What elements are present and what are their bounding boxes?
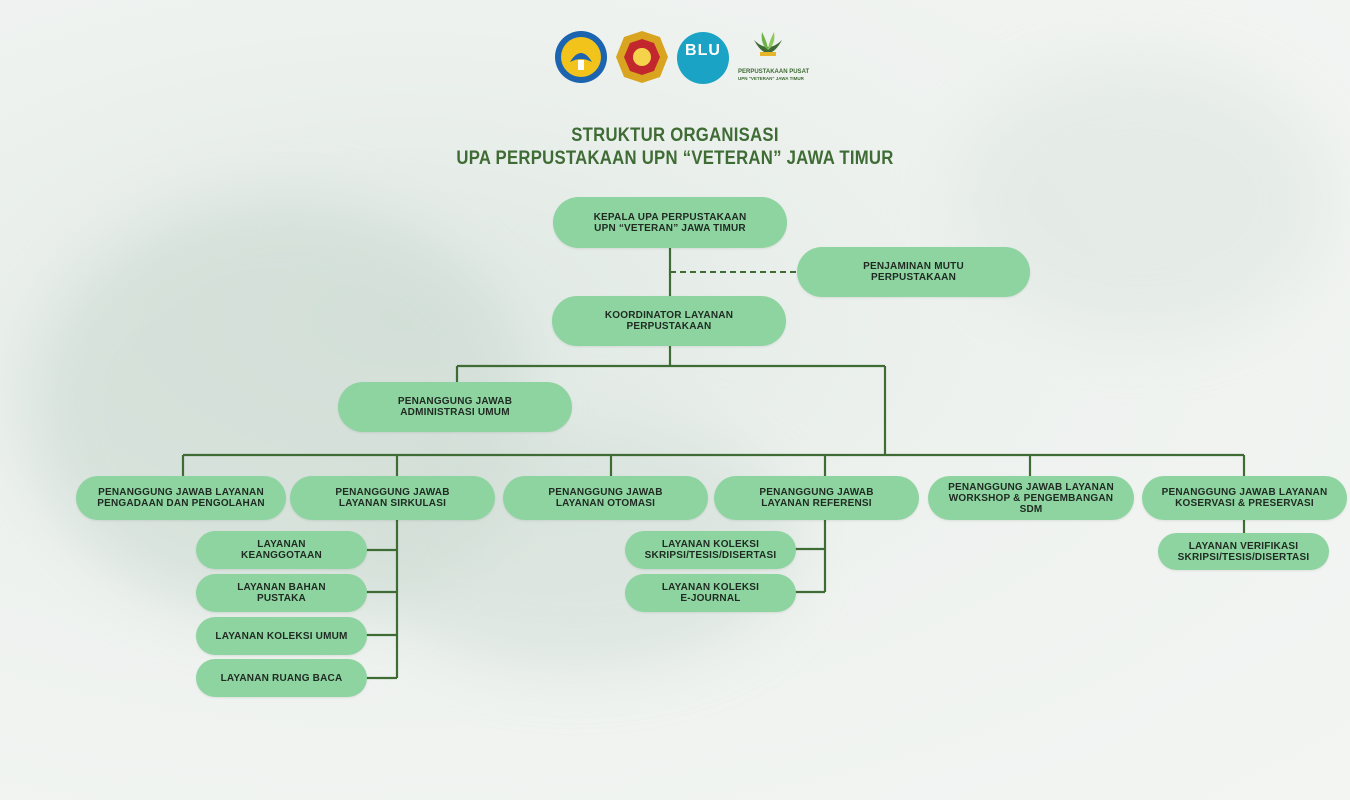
node-layanan-verifikasi: LAYANAN VERIFIKASI SKRIPSI/TESIS/DISERTA… (1158, 533, 1329, 570)
node-layanan-koleksi-skripsi: LAYANAN KOLEKSI SKRIPSI/TESIS/DISERTASI (625, 531, 796, 569)
blu-logo-text: BLU (685, 42, 721, 59)
node-pengadaan-pengolahan: PENANGGUNG JAWAB LAYANAN PENGADAAN DAN P… (76, 476, 286, 520)
node-layanan-ruang-baca: LAYANAN RUANG BACA (196, 659, 367, 697)
node-kepala-upa: KEPALA UPA PERPUSTAKAAN UPN “VETERAN” JA… (553, 197, 787, 248)
perpustakaan-pusat-logo-text: PERPUSTAKAAN PUSAT (738, 69, 810, 75)
node-layanan-otomasi: PENANGGUNG JAWAB LAYANAN OTOMASI (503, 476, 708, 520)
node-koservasi-preservasi: PENANGGUNG JAWAB LAYANAN KOSERVASI & PRE… (1142, 476, 1347, 520)
node-layanan-koleksi-umum: LAYANAN KOLEKSI UMUM (196, 617, 367, 655)
node-administrasi-umum: PENANGGUNG JAWAB ADMINISTRASI UMUM (338, 382, 572, 432)
node-layanan-keanggotaan: LAYANAN KEANGGOTAAN (196, 531, 367, 569)
node-layanan-sirkulasi: PENANGGUNG JAWAB LAYANAN SIRKULASI (290, 476, 495, 520)
perpustakaan-pusat-logo (754, 32, 782, 56)
node-penjaminan-mutu: PENJAMINAN MUTU PERPUSTAKAAN (797, 247, 1030, 297)
page-title-line1: STRUKTUR ORGANISASI (571, 125, 779, 146)
node-layanan-referensi: PENANGGUNG JAWAB LAYANAN REFERENSI (714, 476, 919, 520)
node-koordinator-layanan: KOORDINATOR LAYANAN PERPUSTAKAAN (552, 296, 786, 346)
tut-wuri-handayani-logo (555, 31, 607, 83)
node-workshop-sdm: PENANGGUNG JAWAB LAYANAN WORKSHOP & PENG… (928, 476, 1134, 520)
blu-logo (677, 32, 729, 84)
node-layanan-bahan-pustaka: LAYANAN BAHAN PUSTAKA (196, 574, 367, 612)
node-layanan-koleksi-ejournal: LAYANAN KOLEKSI E-JOURNAL (625, 574, 796, 612)
upn-veteran-jatim-logo (616, 31, 668, 83)
perpustakaan-pusat-logo-subtext: UPN "VETERAN" JAWA TIMUR (738, 76, 804, 81)
page-title-line2: UPA PERPUSTAKAAN UPN “VETERAN” JAWA TIMU… (456, 148, 894, 169)
